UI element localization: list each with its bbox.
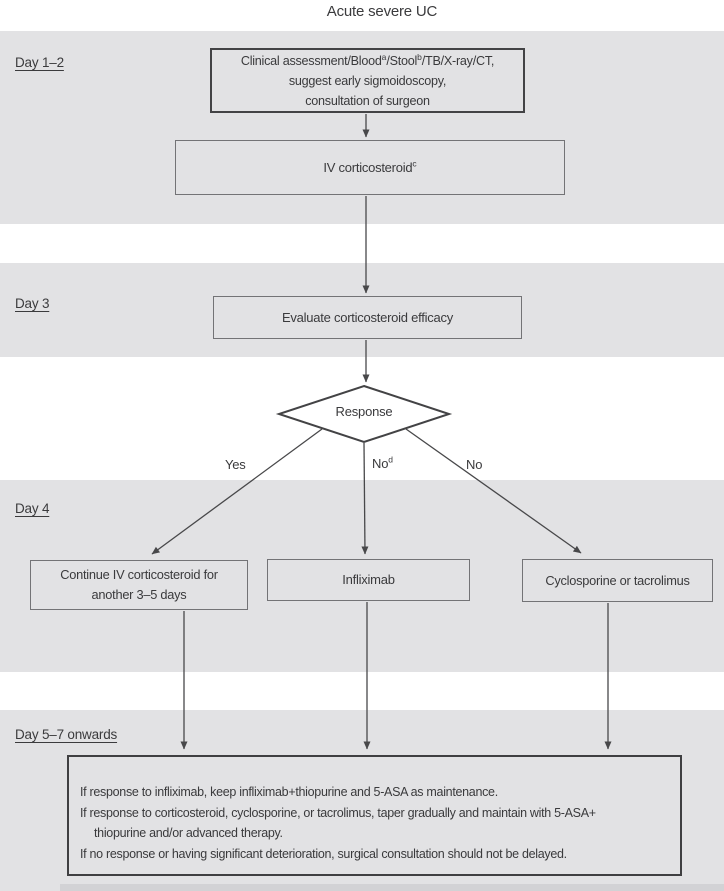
decision-label: Response (335, 404, 393, 419)
page-title: Acute severe UC (326, 3, 438, 20)
outcome-line-3: thiopurine and/or advanced therapy. (94, 826, 283, 840)
infliximab-label: Infliximab (342, 572, 395, 587)
day-label-3: Day 3 (15, 296, 50, 311)
iv-label: IV corticosteroidc (323, 158, 416, 178)
text-fragment: /Stool (386, 53, 418, 68)
branch-label-no-center: Nod (372, 454, 393, 471)
outcome-line-4: If no response or having significant det… (80, 846, 567, 861)
day-label-4: Day 4 (15, 501, 50, 516)
text-fragment: Clinical assessment/Blood (240, 53, 382, 68)
node-outcome-maintenance: If response to infliximab, keep inflixim… (67, 755, 682, 876)
branch-label-no-right: No (466, 457, 483, 472)
text-fragment: IV corticosteroid (323, 159, 413, 175)
day-label-5-7: Day 5–7 onwards (15, 727, 118, 742)
node-clinical-assessment: Clinical assessment/Blooda/Stoolb/TB/X-r… (210, 48, 525, 113)
clinical-line-1: Clinical assessment/Blooda/Stoolb/TB/X-r… (240, 51, 495, 71)
outcome-line-1: If response to infliximab, keep inflixim… (80, 785, 498, 799)
branch-label-yes: Yes (225, 457, 246, 472)
outcome-line-2: If response to corticosteroid, cyclospor… (80, 805, 596, 820)
text-fragment: /TB/X-ray/CT, (421, 53, 495, 68)
clinical-line-3: consultation of surgeon (305, 93, 430, 108)
band-day-4 (0, 480, 724, 672)
day-label-1-2: Day 1–2 (15, 55, 64, 70)
node-cyclosporine-tacrolimus: Cyclosporine or tacrolimus (522, 559, 713, 602)
band-day-3 (0, 263, 724, 357)
continue-line-1: Continue IV corticosteroid for (60, 567, 218, 582)
superscript-a: a (381, 51, 387, 62)
figure-bottom-edge (60, 884, 724, 891)
superscript-b: b (417, 51, 422, 62)
continue-line-2: another 3–5 days (91, 587, 187, 602)
evaluate-label: Evaluate corticosteroid efficacy (282, 309, 453, 325)
superscript-c: c (412, 158, 417, 169)
band-day-5-7 (0, 710, 724, 891)
node-infliximab: Infliximab (267, 559, 470, 601)
node-evaluate-efficacy: Evaluate corticosteroid efficacy (213, 296, 522, 339)
cyclosporine-label: Cyclosporine or tacrolimus (545, 572, 690, 588)
node-continue-corticosteroid: Continue IV corticosteroid for another 3… (30, 560, 248, 610)
clinical-line-2: suggest early sigmoidoscopy, (288, 73, 447, 88)
band-day-1-2 (0, 31, 724, 224)
text-fragment: No (372, 456, 389, 471)
node-iv-corticosteroid: IV corticosteroidc (175, 140, 565, 195)
superscript-d: d (388, 454, 393, 465)
